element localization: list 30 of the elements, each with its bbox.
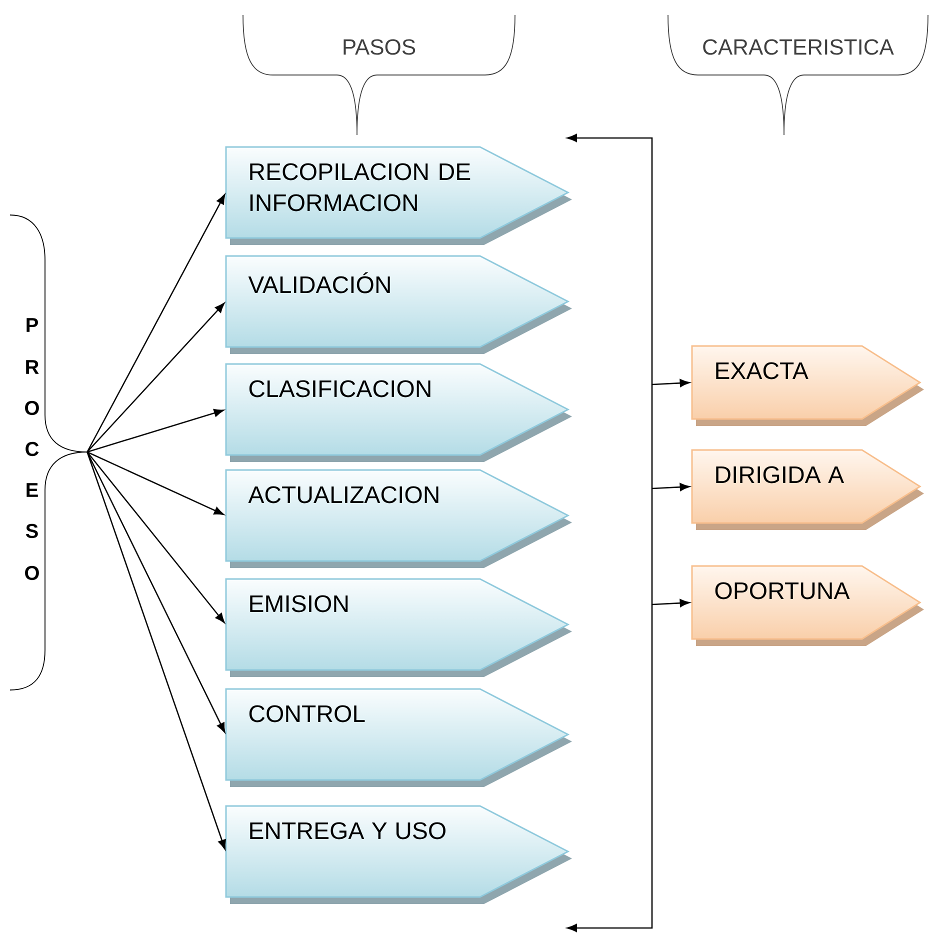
step-arrow-box: RECOPILACION DE INFORMACION bbox=[225, 146, 572, 245]
trait-arrow-box: OPORTUNA bbox=[691, 565, 924, 646]
trait-arrow-box: DIRIGIDA A bbox=[691, 449, 924, 530]
arrow bbox=[87, 408, 224, 453]
trait-arrow-box: EXACTA bbox=[691, 345, 924, 426]
arrow bbox=[86, 302, 225, 452]
step-arrow-box: VALIDACIÓN bbox=[225, 255, 572, 354]
step-arrow-box: ACTUALIZACION bbox=[225, 469, 572, 568]
curly-brace bbox=[10, 214, 88, 690]
vertical-letter: O bbox=[25, 566, 39, 580]
arrow bbox=[86, 452, 225, 624]
step-arrow-box: CLASIFICACION bbox=[225, 363, 572, 462]
vertical-letter: S bbox=[26, 524, 38, 538]
arrow bbox=[86, 451, 224, 516]
arrow bbox=[652, 599, 690, 608]
vertical-letter: O bbox=[25, 400, 39, 416]
step-arrow-box: ENTREGA Y USO bbox=[225, 805, 572, 904]
vertical-letter: E bbox=[26, 483, 38, 497]
vertical-letter: C bbox=[26, 442, 39, 456]
brace-label: PASOS bbox=[344, 39, 416, 55]
arrow bbox=[652, 483, 690, 492]
arrow bbox=[86, 194, 226, 452]
step-arrow-box: CONTROL bbox=[225, 688, 572, 787]
arrow bbox=[86, 452, 226, 850]
step-arrow-box: EMISION bbox=[225, 578, 572, 677]
vertical-letter: R bbox=[26, 360, 39, 374]
brace-label: CARACTERISTICA bbox=[703, 39, 894, 55]
arrow bbox=[652, 379, 690, 388]
vertical-letter: P bbox=[26, 318, 38, 332]
arrow bbox=[86, 452, 226, 733]
